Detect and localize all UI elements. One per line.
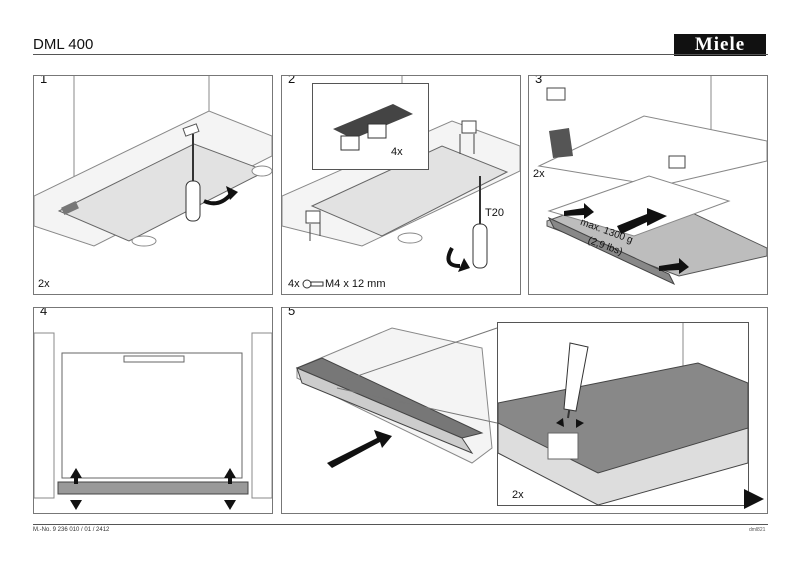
rotate-arrow-icon — [446, 247, 470, 272]
step-2-screw-spec: M4 x 12 mm — [325, 278, 386, 290]
step-4-number: 4 — [38, 308, 50, 317]
step-2-inset-qty: 4x — [391, 146, 403, 158]
step-2-tool: T20 — [485, 207, 504, 219]
brand-logo: Miele — [674, 34, 766, 56]
document-number: M.-No. 9 236 010 / 01 / 2412 — [33, 527, 110, 533]
step-4-panel: 4 — [33, 307, 273, 514]
step-5-qty: 2x — [512, 489, 524, 501]
screwdriver-icon — [472, 176, 488, 269]
next-page-arrow-icon[interactable] — [744, 489, 764, 509]
step-3-number: 3 — [533, 76, 545, 85]
screwdriver-icon — [185, 134, 201, 222]
step-3-panel: 3 2x max. 1300 g (2,9 lbs) — [528, 75, 768, 295]
step-2-screw-qty: 4x — [288, 278, 300, 290]
step-2-detail-inset: 4x — [312, 83, 429, 170]
rotate-arrow-icon — [203, 186, 238, 206]
step-1-number: 1 — [38, 76, 50, 85]
step-2-panel: 4x T20 2 4x M4 x 12 mm — [281, 75, 521, 295]
page-title: DML 400 — [33, 36, 94, 53]
step-5-detail-inset: 2x — [497, 322, 749, 506]
header-rule — [33, 54, 768, 55]
footer-rule — [33, 524, 768, 525]
step-5-panel: 2x 5 — [281, 307, 768, 514]
step-1-qty: 2x — [38, 278, 50, 290]
step-2-number: 2 — [286, 76, 298, 85]
step-5-number: 5 — [286, 308, 298, 317]
step-3-qty: 2x — [533, 168, 545, 180]
screw-icon — [302, 279, 324, 289]
step-1-panel: 1 2x — [33, 75, 273, 295]
document-code: dml821 — [749, 527, 766, 533]
